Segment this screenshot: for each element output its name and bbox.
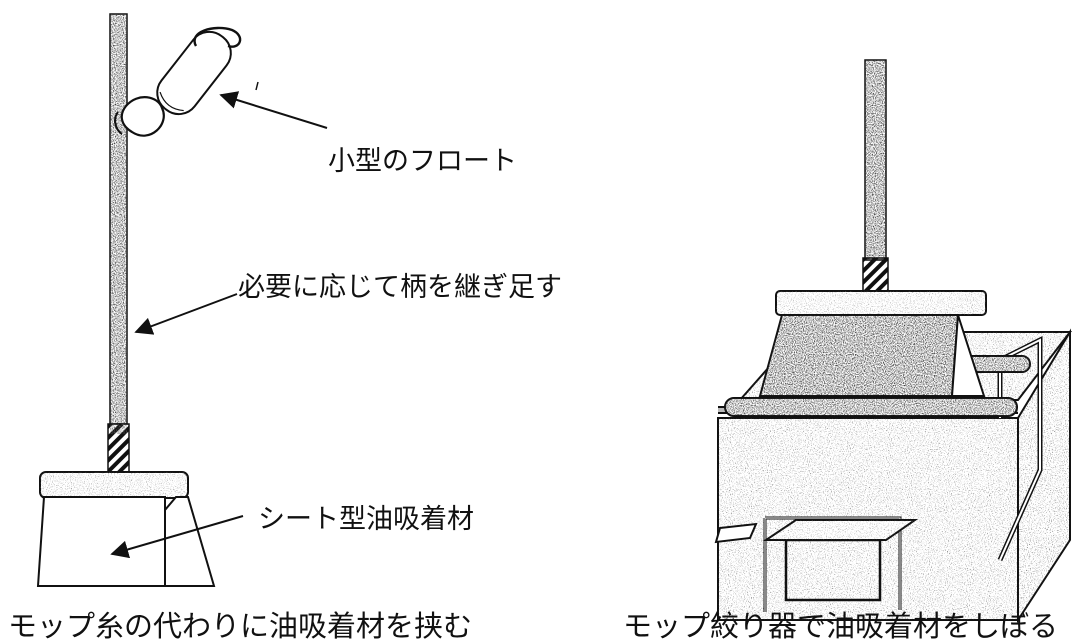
- label-sheet-absorbent: シート型油吸着材: [258, 504, 474, 535]
- small-float: [114, 26, 259, 137]
- label-extend-handle: 必要に応じて柄を継ぎ足す: [238, 272, 562, 303]
- left-mop-illustration: 小型のフロート 必要に応じて柄を継ぎ足す シート型油吸着材: [36, 13, 562, 587]
- caption-right: モップ絞り器で油吸着材をしぼる: [623, 609, 1058, 643]
- arrow-to-float: [219, 91, 328, 129]
- arrow-to-handle: [134, 293, 238, 335]
- caption-left: モップ糸の代わりに油吸着材を挟む: [8, 609, 472, 643]
- label-small-float: 小型のフロート: [328, 146, 517, 177]
- mop-head-bar: [39, 471, 189, 499]
- arrow-to-sheet: [110, 515, 244, 559]
- wringer-front-frame: [714, 516, 919, 612]
- wringer-press-head: [758, 290, 987, 397]
- mop-handle: [109, 13, 128, 425]
- right-wringer-illustration: [714, 59, 1073, 624]
- sheet-absorbent: [36, 496, 216, 587]
- handle-joint: [107, 423, 130, 473]
- wringer-mop-handle: [862, 59, 889, 293]
